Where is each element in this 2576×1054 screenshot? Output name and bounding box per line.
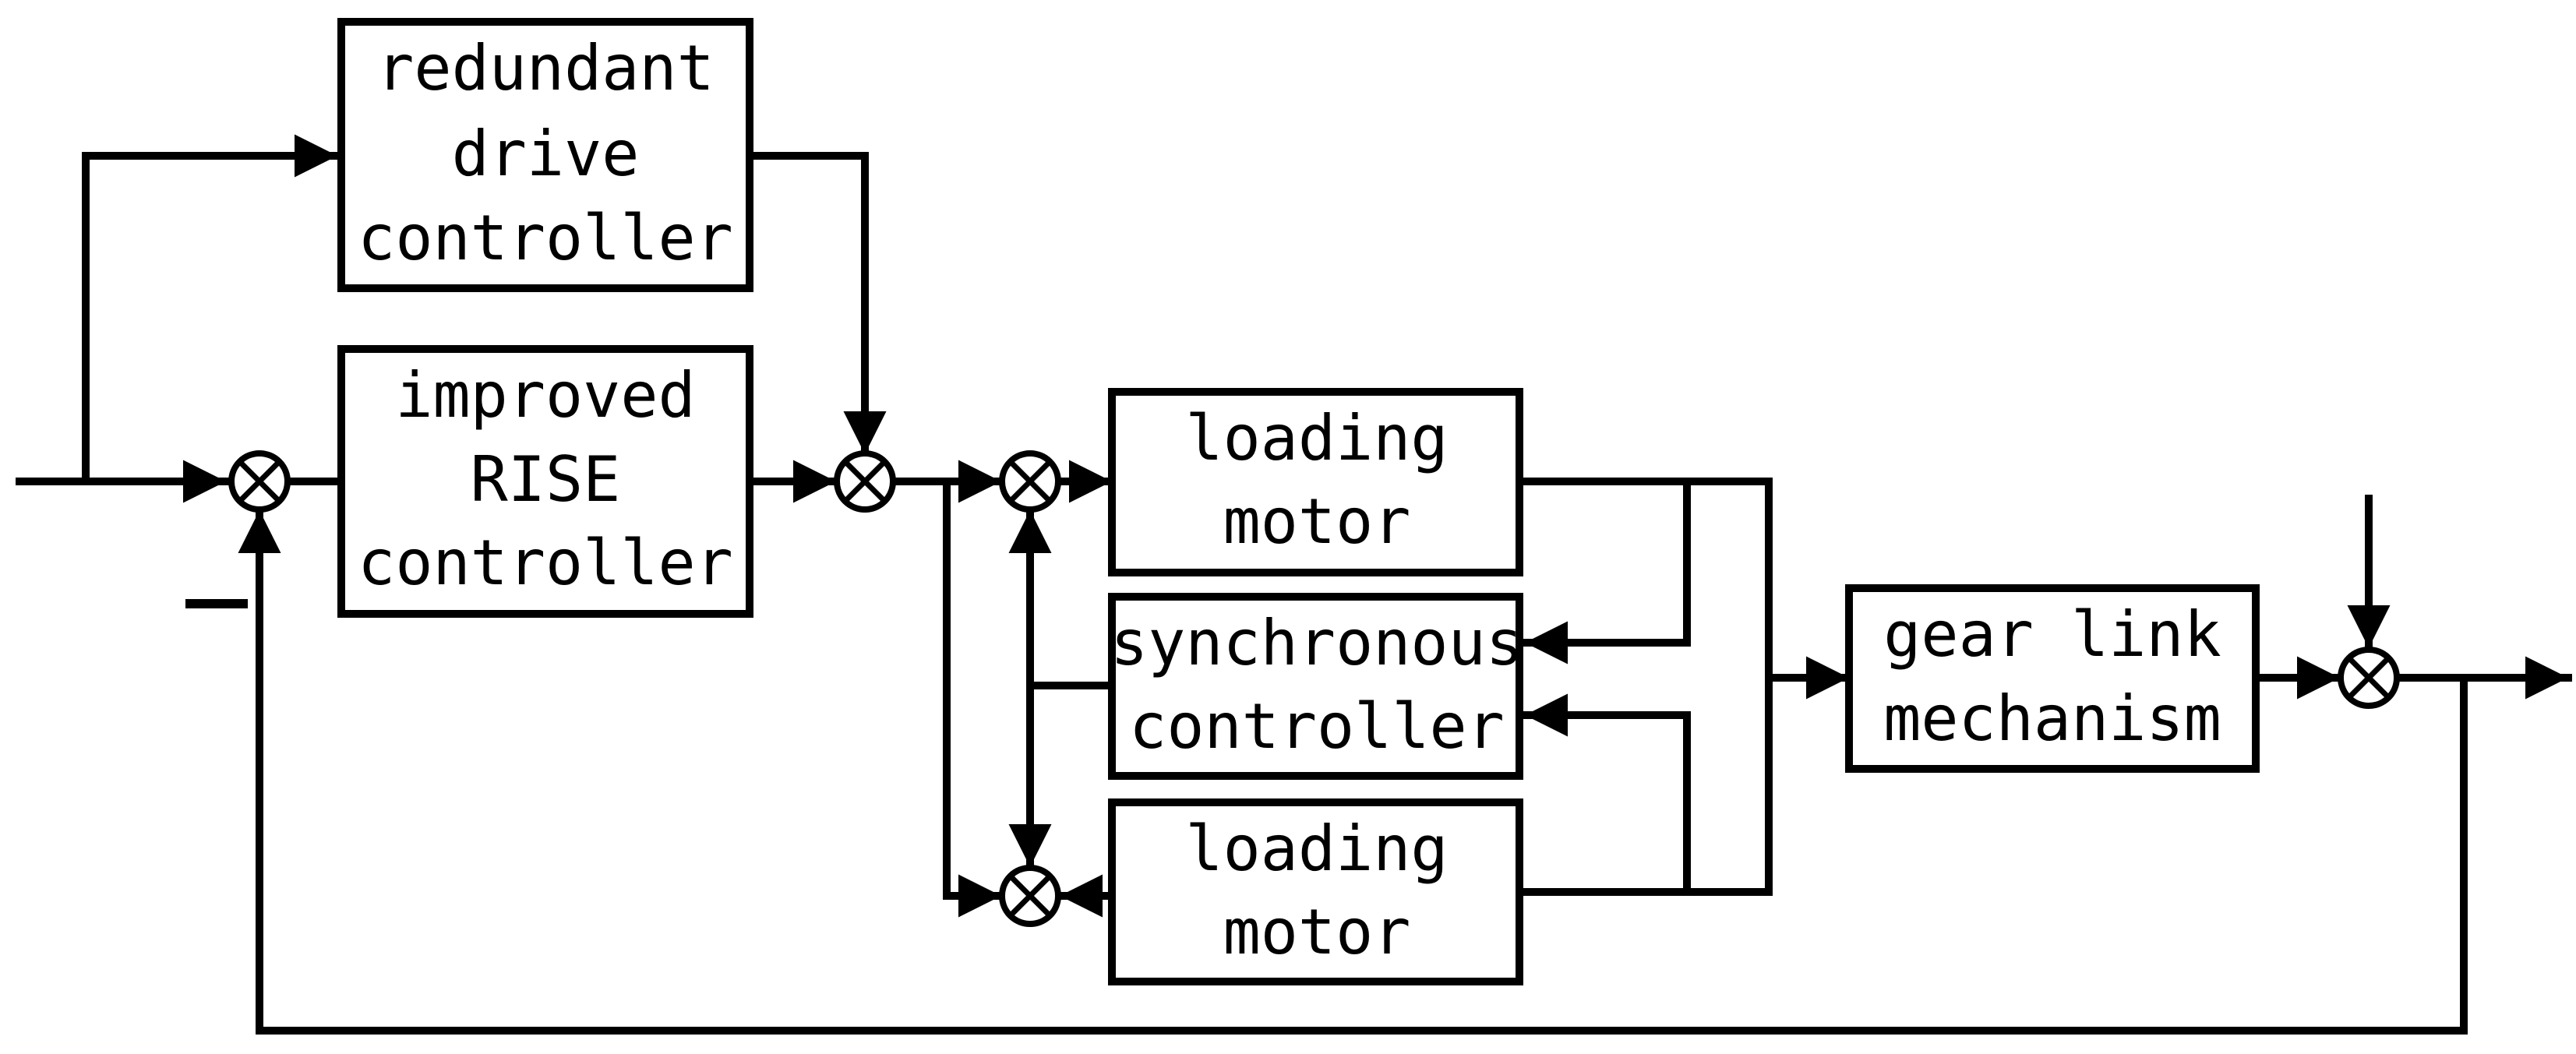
gear-link-label-1: gear link (1883, 598, 2221, 671)
bottom-motor-to-sync-line (1521, 693, 1691, 896)
redundant-drive-label-1: redundant (376, 32, 714, 104)
improved-rise-label-2: RISE (471, 443, 621, 516)
gear-link-mechanism-block (1845, 584, 2260, 773)
synchronous-label-1: synchronous (1110, 607, 1523, 679)
redundant-drive-label-2: drive (452, 118, 640, 190)
redundant-drive-label-3: controller (358, 202, 733, 274)
summing-junction-2 (834, 450, 896, 513)
summing-junction-1 (228, 450, 291, 513)
loading-motor-top-block (1108, 388, 1523, 576)
synchronous-controller-block (1108, 593, 1523, 780)
redundant-output-line (750, 152, 887, 458)
loading-motor-bottom-label-2: motor (1223, 896, 1411, 968)
loading-motor-bottom-block (1108, 798, 1523, 985)
loading-motor-top-label-1: loading (1185, 402, 1448, 474)
loading-motor-bottom-label-1: loading (1185, 813, 1448, 885)
redundant-drive-controller-block (337, 18, 753, 292)
loading-motor-top-label-2: motor (1223, 485, 1411, 558)
split-to-sum4-line (943, 478, 1005, 918)
top-motor-output-line (1519, 478, 1773, 682)
improved-rise-label-3: controller (358, 527, 733, 599)
bottom-motor-output-line (1519, 674, 1773, 896)
summing-junction-4 (999, 865, 1061, 927)
feedforward-branch-line (82, 134, 341, 485)
improved-rise-controller-block (337, 345, 753, 618)
top-motor-to-sync-line (1521, 478, 1691, 664)
summing-junction-5 (2338, 647, 2400, 709)
feedback-line (238, 506, 2468, 1035)
gear-link-label-2: mechanism (1883, 682, 2221, 755)
synchronous-label-2: controller (1129, 690, 1505, 763)
summing-junction-3 (999, 450, 1061, 513)
improved-rise-label-1: improved (395, 359, 695, 432)
